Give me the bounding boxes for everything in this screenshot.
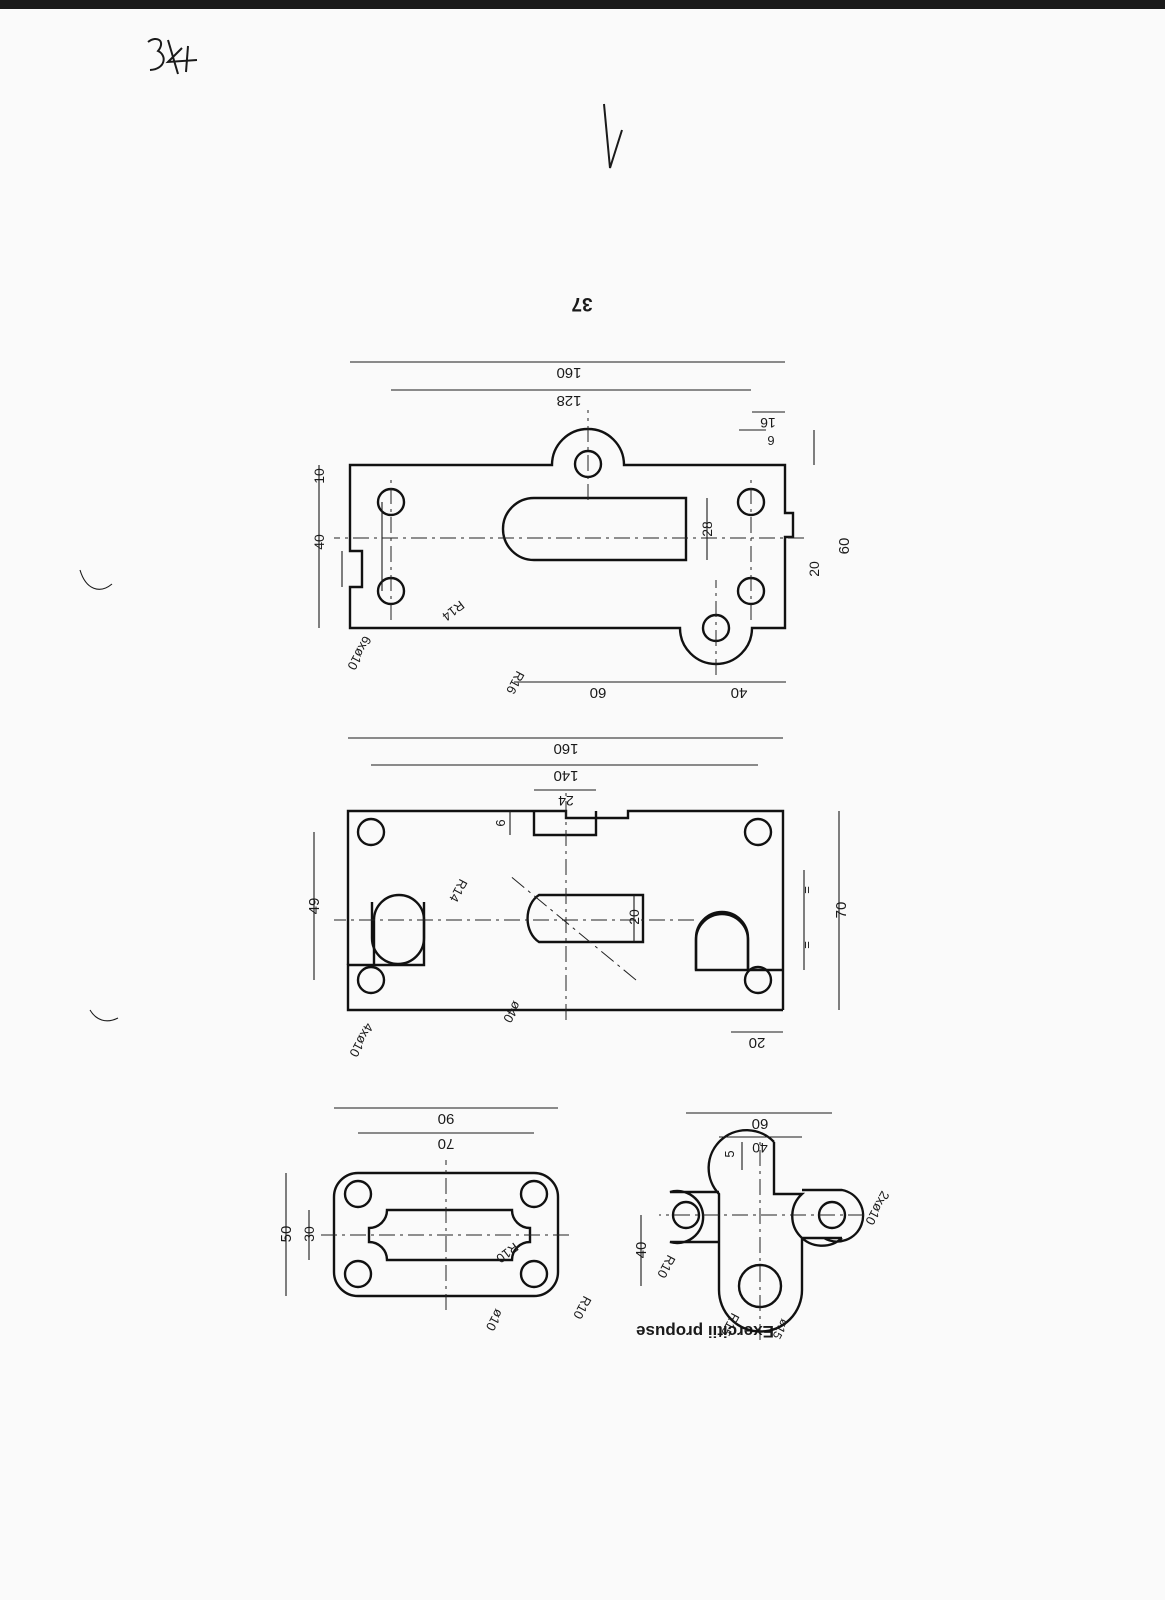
fig2-dim-49: 49: [306, 898, 323, 915]
fig2-top-notch: [532, 811, 598, 837]
fig1-slot: [501, 496, 688, 562]
fig1-dim-10: 10: [311, 468, 327, 484]
fig2-label-holes: 4xø10: [346, 1021, 376, 1060]
fig1-label-r16: R16: [503, 669, 527, 697]
fig4-label-holes: 2xø10: [862, 1189, 892, 1228]
pencil-arc-2: [89, 1009, 119, 1022]
fig1-outline: [348, 427, 795, 666]
fig2-dim-6: 6: [493, 819, 508, 826]
fig3-label-o10: ø10: [483, 1307, 507, 1334]
fig3-window: [367, 1208, 532, 1262]
fig3-dim-50: 50: [278, 1226, 295, 1243]
fig3-dim-30: 30: [301, 1226, 317, 1242]
figure-2-slotted-plate: 160 140 24 6 49 70 20 20 = = 4xø10 R14 ø…: [306, 737, 850, 1060]
fig2-dim-20-flat: 20: [626, 909, 642, 925]
fig2-central-cutout: [526, 893, 645, 944]
fig2-right-slot: [370, 902, 426, 966]
fig3-hole: [519, 1259, 549, 1289]
fig1-dim-20: 20: [806, 561, 822, 577]
fig4-dim-5: 5: [722, 1150, 737, 1157]
handwritten-stroke: [603, 103, 623, 169]
fig3-dim-90: 90: [438, 1110, 455, 1127]
fig1-dim-28: 28: [699, 521, 715, 537]
figure-4-bracket: 60 40 5 40 2xø10 R10 R15 ø15: [633, 1112, 893, 1342]
fig1-label-holes: 6xø10: [344, 634, 374, 673]
fig1-dim-60-length: 60: [590, 684, 607, 701]
fig1-dim-60-width: 60: [836, 538, 853, 555]
fig2-diameter-line: [508, 874, 637, 981]
fig1-dim-6: 6: [767, 433, 774, 448]
fig4-dim-60: 60: [752, 1115, 769, 1132]
fig2-hole: [356, 965, 386, 995]
fig1-label-r14: R14: [439, 598, 467, 625]
fig1-dim-16: 16: [760, 415, 776, 431]
fig3-hole: [343, 1259, 373, 1289]
handwritten-number-43: [147, 38, 198, 75]
fig2-left-slot: [694, 910, 750, 970]
fig2-dim-20-end: 20: [749, 1034, 766, 1051]
fig2-hole: [743, 965, 773, 995]
fig3-hole: [519, 1179, 549, 1209]
fig2-hole: [356, 817, 386, 847]
fig2-dim-70: 70: [833, 902, 850, 919]
fig2-equal-mark-2: =: [799, 886, 814, 894]
figure-3-frame-plate: 90 70 30 50 R10 ø10 R10: [278, 1107, 595, 1334]
fig1-dim-40-offset: 40: [731, 684, 748, 701]
figure-1-plate-with-lugs: 160 128 16 6 10 40 28 20 60 60 40 6xø10 …: [311, 361, 853, 701]
fig4-dim-40-height: 40: [633, 1242, 650, 1259]
fig2-dim-24: 24: [558, 793, 574, 809]
fig2-dim-160: 160: [553, 740, 578, 757]
fig1-dim-160: 160: [556, 364, 581, 381]
fig2-equal-mark-1: =: [799, 941, 814, 949]
fig3-label-r10-outer: R10: [570, 1294, 594, 1322]
page-number: 37: [571, 293, 592, 314]
fig2-dim-140: 140: [553, 767, 578, 784]
fig4-label-r10: R10: [654, 1253, 678, 1281]
handwritten-number-text: 43: [146, 36, 206, 76]
fig3-hole: [343, 1179, 373, 1209]
fig1-dim-40: 40: [311, 534, 327, 550]
fig2-label-r14: R14: [446, 877, 470, 905]
fig2-hole: [743, 817, 773, 847]
fig1-dim-128: 128: [556, 392, 581, 409]
fig2-label-o40: ø40: [500, 999, 524, 1026]
fig4-dim-40: 40: [752, 1140, 768, 1156]
fig3-dim-70: 70: [438, 1135, 455, 1152]
scan-top-edge: [0, 0, 1165, 9]
pencil-arc-1: [79, 569, 113, 590]
fig4-hole: [671, 1200, 701, 1230]
fig3-label-r10-inner: R10: [493, 1240, 521, 1267]
fig4-outline: [669, 1128, 865, 1333]
